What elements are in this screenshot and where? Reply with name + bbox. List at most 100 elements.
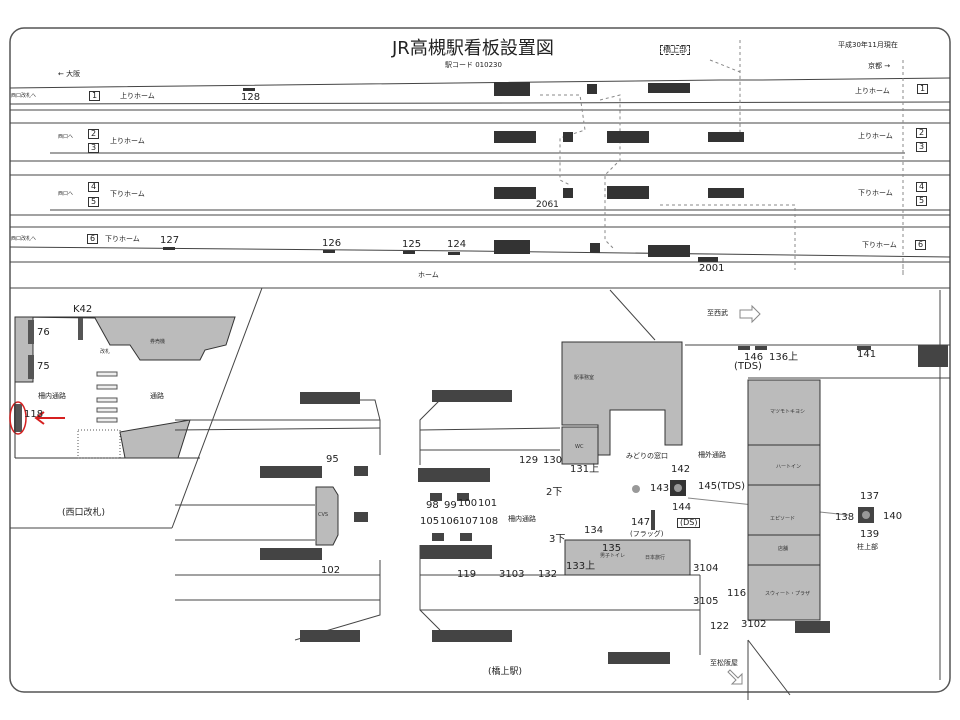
sign-number: 128 [241, 92, 261, 103]
platform-label: 上りホーム [110, 137, 145, 145]
sign-number: 140 [883, 511, 903, 522]
sign-number: 137 [860, 491, 880, 502]
sign-number: 101 [478, 498, 498, 509]
sign-number: 108 [479, 516, 499, 527]
track-number: 6 [915, 240, 927, 250]
sign-number: 125 [402, 239, 422, 250]
direction-kyoto: 京都 → [868, 62, 891, 70]
sign-number: 2061 [536, 200, 559, 210]
sign-number: 100 [458, 498, 478, 509]
inner-passage-label: 柵内通路 [508, 515, 536, 523]
track-number: 1 [917, 84, 929, 94]
sign-number: 129 [519, 455, 539, 466]
sign-number: 131上 [570, 464, 600, 475]
sign-number: 141 [857, 349, 877, 360]
to-west-gate-label: 西口改札へ [11, 93, 37, 99]
shop-label: マツモトキヨシ [770, 409, 806, 415]
track-number: 5 [916, 196, 928, 206]
home-label: ホーム [418, 271, 439, 279]
outer-passage-label: 柵外通路 [698, 451, 726, 459]
highlight-ellipse [9, 401, 27, 435]
sign-number: 3下 [549, 534, 566, 545]
sign-number: 126 [322, 238, 342, 249]
connector-dashes [540, 40, 904, 275]
track-number: 6 [87, 234, 99, 244]
bridge-label: 橋上部 [660, 45, 690, 55]
inner-passage-label: 柵内通路 [38, 392, 66, 400]
west-gate-caption: (西口改札) [62, 508, 106, 518]
sign-number: 145(TDS) [698, 481, 746, 492]
sign-number: 130 [543, 455, 563, 466]
track-number: 4 [88, 182, 100, 192]
sign-number: 124 [447, 239, 467, 250]
arrow-down-right-icon [727, 669, 743, 685]
shop-label: 店舗 [778, 546, 789, 552]
gate-label: 改札 [100, 349, 111, 355]
page-title: JR高槻駅看板設置図 [392, 38, 554, 59]
sign-number: K42 [73, 304, 93, 315]
sign-number: 136上 [769, 352, 799, 363]
sign-number: 146 [744, 352, 764, 363]
sign-number: 143 [650, 483, 670, 494]
sign-number: 98 [426, 500, 439, 511]
track-number: 2 [88, 129, 100, 139]
toilet-label: 男子トイレ [600, 553, 626, 559]
ticket-machine-label: 券売機 [150, 339, 166, 345]
sign-number: 116 [727, 588, 747, 599]
shop-label: スウィート・プラザ [765, 591, 811, 597]
to-west-label: 西口へ [58, 134, 74, 140]
platform-stairs [163, 82, 744, 262]
concourse-rooms [315, 341, 821, 621]
sign-number: 99 [444, 500, 457, 511]
to-west-gate-label: 西口改札へ [11, 236, 37, 242]
sign-number: 132 [538, 569, 558, 580]
sign-number: 133上 [566, 561, 596, 572]
concourse-caption: (橋上駅) [488, 667, 523, 677]
pillar-top-label: 柱上部 [857, 543, 878, 551]
cvs-label: CVS [318, 512, 329, 518]
sign-number: 119 [457, 569, 477, 580]
to-seibu-label: 至西武 [707, 309, 728, 317]
sign-number: 3103 [499, 569, 525, 580]
platform-label: 上りホーム [855, 87, 890, 95]
platform-label: 下りホーム [862, 241, 897, 249]
track-number: 1 [89, 91, 101, 101]
midori-window-label: みどりの窓口 [626, 452, 668, 460]
track-number: 2 [916, 128, 928, 138]
shop-label: エピソード [770, 516, 796, 522]
pillars [632, 484, 870, 519]
direction-osaka: ← 大阪 [58, 70, 81, 78]
to-west-label: 西口へ [58, 191, 74, 197]
ds-label: (DS) [677, 518, 701, 528]
sign-number: 75 [37, 361, 50, 372]
sign-number: 102 [321, 565, 341, 576]
sign-number: 142 [671, 464, 691, 475]
date-label: 平成30年11月現在 [838, 41, 898, 49]
track-number: 3 [916, 142, 928, 152]
sign-number: 147 [631, 517, 651, 528]
platform-label: 下りホーム [105, 235, 140, 243]
to-matsuzakaya-label: 至松阪屋 [710, 659, 738, 667]
passage-label: 通路 [150, 392, 164, 400]
platform-label: 下りホーム [110, 190, 145, 198]
sign-number: 3104 [693, 563, 719, 574]
arrow-icons [727, 304, 761, 685]
travel-agency-label: 日本旅行 [645, 555, 666, 561]
concourse-stairs [260, 345, 948, 664]
tds-label: (TDS) [734, 361, 762, 372]
office-label: 駅事務室 [574, 375, 595, 381]
platform-lines [9, 77, 951, 529]
sign-number: 76 [37, 327, 50, 338]
station-code: 駅コード 010230 [445, 61, 502, 69]
west-gate-floor [9, 316, 236, 459]
sign-number: 134 [584, 525, 604, 536]
sign-number: 144 [672, 502, 692, 513]
arrow-right-icon [739, 304, 761, 324]
sign-number: 122 [710, 621, 730, 632]
platform-label: 上りホーム [858, 132, 893, 140]
highlighted-sign-number: 118 [24, 409, 44, 420]
track-number: 4 [916, 182, 928, 192]
frame [9, 27, 951, 693]
